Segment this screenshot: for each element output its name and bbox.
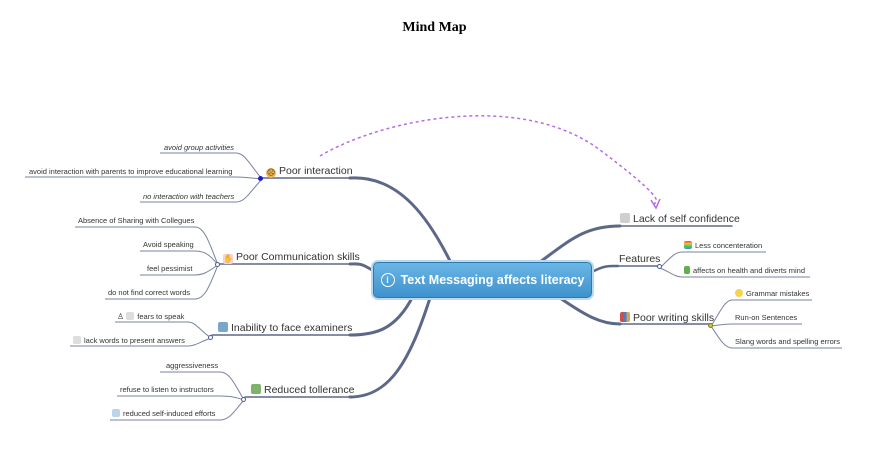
subtopic-less-concenteration[interactable]: Less concenteration [684, 241, 762, 251]
subtopic-label: Less concenteration [695, 241, 763, 250]
collapse-toggle[interactable] [657, 264, 662, 269]
subtopic-run-on-sentences[interactable]: Run-on Sentences [735, 313, 798, 322]
subtopic-refuse-to-listen[interactable]: refuse to listen to instructors [120, 385, 214, 394]
branch-line-poor-interaction [348, 176, 454, 267]
person-icon: ♙ [117, 312, 125, 321]
branch-line-reduced-tollerance [348, 296, 432, 399]
subtopic-avoid-group-activities[interactable]: avoid group activities [164, 143, 235, 152]
monitor-icon [218, 322, 228, 332]
collapse-toggle[interactable] [258, 176, 263, 181]
topic-label: Lack of self confidence [633, 213, 740, 225]
subtopic-label: reduced self-induced efforts [123, 409, 216, 418]
people-icon [251, 384, 261, 394]
bar-chart-icon [620, 312, 630, 322]
subtopic-label: lack words to present answers [84, 336, 185, 345]
branch-line-inability [348, 296, 414, 337]
central-topic-label: Text Messaging affects literacy [400, 273, 585, 287]
subtopic-affects-health[interactable]: affects on health and diverts mind [684, 266, 805, 276]
frown-face-icon: ☹ [266, 168, 276, 178]
subtopic-avoid-interaction-parents[interactable]: avoid interaction with parents to improv… [29, 167, 233, 176]
subtopic-label: Grammar mistakes [746, 289, 810, 298]
subtopic-lack-words[interactable]: lack words to present answers [73, 336, 185, 346]
collapse-toggle[interactable] [208, 335, 213, 340]
subtopic-grammar-mistakes[interactable]: Grammar mistakes [735, 289, 809, 299]
central-topic[interactable]: i Text Messaging affects literacy [373, 262, 592, 298]
topic-poor-writing-skills[interactable]: Poor writing skills [620, 312, 714, 325]
note-icon [620, 213, 630, 223]
topic-label: Poor interaction [279, 165, 353, 177]
page-title: Mind Map [402, 20, 467, 35]
topic-inability-to-face-examiners[interactable]: Inability to face examiners [218, 322, 352, 335]
subtopic-absence-of-sharing[interactable]: Absence of Sharing with Collegues [78, 216, 195, 225]
collapse-toggle[interactable] [215, 262, 220, 267]
topic-reduced-tollerance[interactable]: Reduced tollerance [251, 384, 354, 397]
subtopic-slang-words[interactable]: Slang words and spelling errors [735, 337, 841, 346]
image-icon [112, 409, 120, 417]
subtopic-label: fears to speak [137, 312, 185, 321]
collapse-toggle[interactable] [708, 323, 713, 328]
info-icon: i [380, 273, 395, 287]
topic-features[interactable]: Features [619, 253, 661, 265]
rainbow-icon [684, 241, 692, 249]
lightbulb-icon [735, 289, 743, 297]
subtopic-aggressiveness[interactable]: aggressiveness [166, 361, 219, 370]
note-icon [73, 336, 81, 344]
topic-poor-interaction[interactable]: ☹Poor interaction [266, 165, 353, 178]
topic-label: Poor writing skills [633, 312, 715, 324]
relationship-arrow [319, 115, 658, 206]
subtopic-do-not-find-words[interactable]: do not find correct words [108, 288, 191, 297]
subtopic-no-interaction-teachers[interactable]: no interaction with teachers [143, 192, 235, 201]
topic-lack-of-self-confidence[interactable]: Lack of self confidence [620, 213, 740, 226]
topic-label: Reduced tollerance [264, 384, 355, 396]
subtopic-feel-pessimist[interactable]: feel pessimist [147, 264, 193, 273]
note-icon [126, 312, 135, 320]
topic-label: Inability to face examiners [231, 322, 353, 334]
branch-line-poor-writing [558, 296, 622, 326]
branch-line-features [590, 264, 620, 274]
subtopic-reduced-efforts[interactable]: reduced self-induced efforts [112, 409, 215, 419]
hand-icon: ✋ [223, 254, 233, 264]
topic-poor-communication-skills[interactable]: ✋Poor Communication skills [223, 251, 360, 264]
subtopic-label: affects on health and diverts mind [693, 266, 806, 275]
collapse-toggle[interactable] [241, 397, 246, 402]
subtopic-avoid-speaking[interactable]: Avoid speaking [143, 240, 194, 249]
topic-label: Poor Communication skills [236, 251, 360, 263]
subtopic-fears-to-speak[interactable]: ♙ fears to speak [117, 312, 184, 322]
branch-line-lack-confidence [538, 224, 622, 264]
leaf-icon [684, 266, 690, 274]
